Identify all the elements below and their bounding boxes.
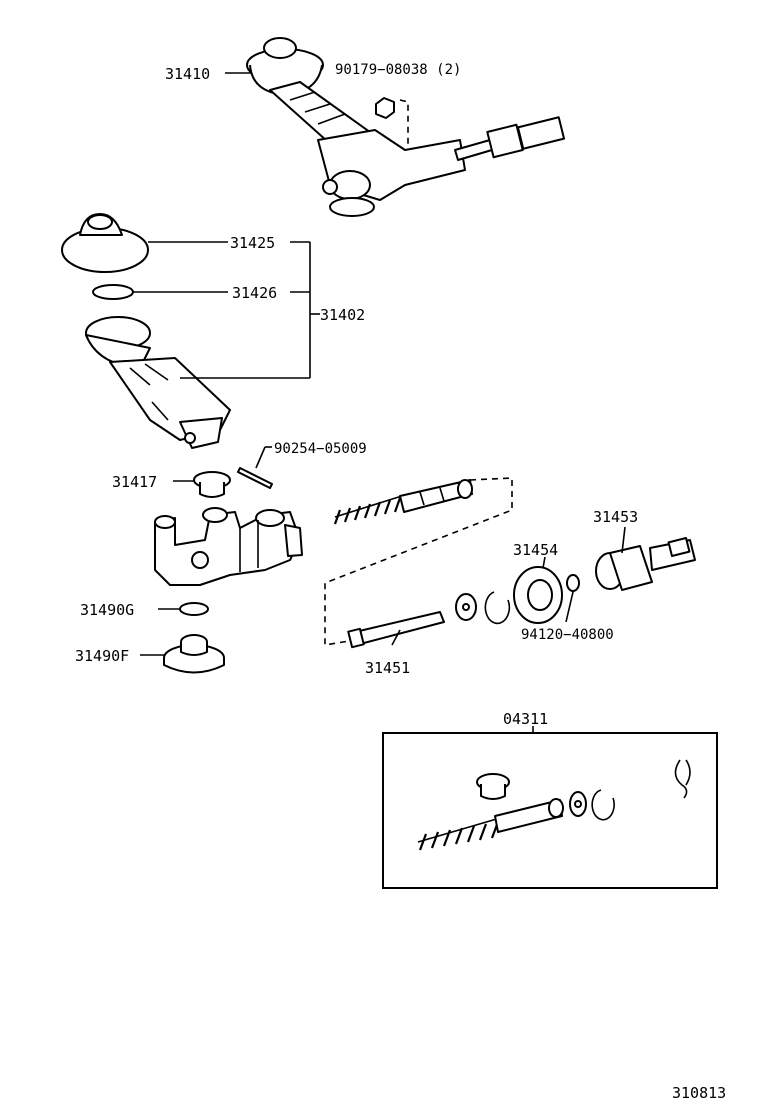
label-31410: 31410 <box>165 65 210 83</box>
reservoir-tube <box>85 316 231 449</box>
label-90254-05009: 90254−05009 <box>274 441 367 457</box>
snap-ring <box>484 591 511 625</box>
push-rod-31451 <box>347 611 445 649</box>
plug-31417 <box>193 471 231 498</box>
master-cylinder-assembly <box>246 37 566 217</box>
o-ring-31426 <box>92 284 134 300</box>
gasket-31490G <box>179 602 209 616</box>
label-94120-40800: 94120−40800 <box>521 627 614 643</box>
boot-31425 <box>61 213 149 273</box>
leader-lines <box>133 72 626 733</box>
label-90179-08038: 90179−08038 (2) <box>335 62 461 78</box>
label-31425: 31425 <box>230 234 275 252</box>
kit-box-04311 <box>382 732 718 889</box>
label-31451: 31451 <box>365 659 410 677</box>
label-04311: 04311 <box>503 710 548 728</box>
label-31453: 31453 <box>593 508 638 526</box>
label-31490F: 31490F <box>75 647 129 665</box>
kit-contents <box>417 759 691 851</box>
cylinder-body <box>154 507 303 586</box>
nut-94120 <box>566 574 580 592</box>
label-31417: 31417 <box>112 473 157 491</box>
boot-31454 <box>513 566 563 624</box>
diagram-id: 310813 <box>672 1084 726 1102</box>
union-31490F <box>163 634 225 674</box>
label-31490G: 31490G <box>80 601 134 619</box>
pin-90254 <box>237 467 273 489</box>
label-31454: 31454 <box>513 541 558 559</box>
piston-spring <box>333 479 473 525</box>
label-31426: 31426 <box>232 284 277 302</box>
clevis-31453 <box>595 537 696 591</box>
label-31402: 31402 <box>320 306 365 324</box>
